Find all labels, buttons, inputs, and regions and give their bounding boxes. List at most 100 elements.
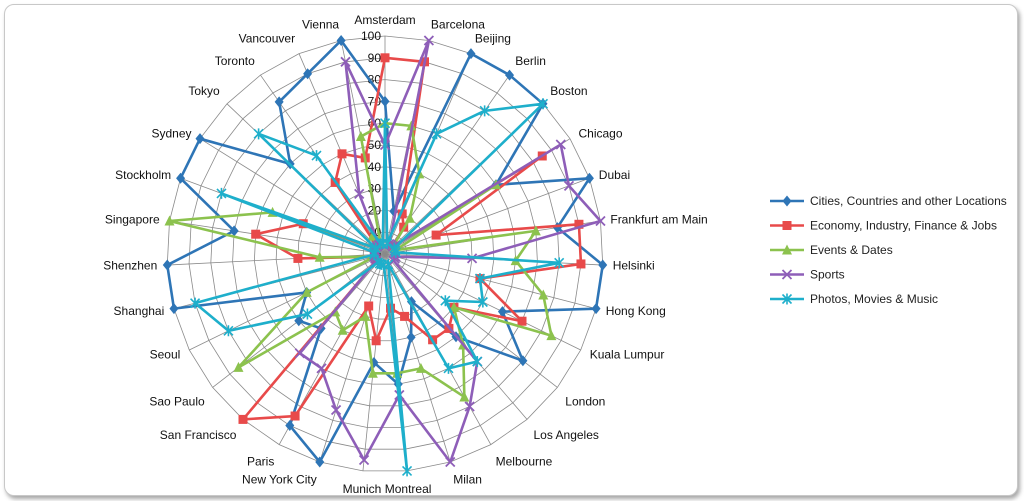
category-label: Beijing <box>475 31 511 45</box>
triangle-marker <box>415 362 426 373</box>
diamond-marker <box>591 303 601 315</box>
triangle-marker <box>233 361 244 372</box>
triangle-marker <box>404 212 415 223</box>
category-label: Hong Kong <box>606 304 666 318</box>
legend-item: Photos, Movies & Music <box>770 292 938 306</box>
category-label: Sao Paulo <box>149 395 205 409</box>
diamond-marker <box>169 303 179 315</box>
category-label: Frankfurt am Main <box>610 212 707 226</box>
category-label: Melbourne <box>496 454 553 468</box>
category-label: Tokyo <box>188 84 220 98</box>
diamond-marker <box>505 69 515 81</box>
legend-item: Cities, Countries and other Locations <box>770 194 1007 208</box>
square-marker <box>386 303 396 313</box>
diamond-marker <box>406 331 416 343</box>
square-marker <box>431 230 441 240</box>
star-marker <box>223 325 234 337</box>
diamond-marker <box>303 68 313 80</box>
square-marker <box>517 316 527 326</box>
x-marker <box>330 404 342 416</box>
diamond-marker <box>497 306 507 318</box>
tick-label: 90 <box>368 51 382 65</box>
square-marker <box>238 414 248 424</box>
category-label: Vienna <box>302 18 339 32</box>
diamond-marker <box>229 225 239 237</box>
category-label: Stockholm <box>115 168 171 182</box>
legend-item: Events & Dates <box>770 243 893 257</box>
square-marker <box>293 253 303 263</box>
square-marker <box>371 336 381 346</box>
triangle-marker <box>459 391 470 402</box>
category-label: Paris <box>247 454 274 468</box>
diamond-marker <box>466 48 476 60</box>
chart-frame <box>4 4 1018 496</box>
star-marker <box>781 293 793 305</box>
square-marker <box>337 149 347 159</box>
category-label: Helsinki <box>613 259 655 273</box>
grid-spoke <box>169 220 386 255</box>
star-marker <box>472 356 483 368</box>
triangle-marker <box>538 289 549 300</box>
grid-spoke <box>189 253 386 351</box>
triangle-marker <box>367 367 378 378</box>
grid-ring <box>188 57 582 450</box>
diamond-marker <box>176 172 186 184</box>
diamond-marker <box>518 355 528 367</box>
grid-ring <box>297 166 473 342</box>
category-label: Munich <box>343 482 382 496</box>
star-marker <box>189 297 201 309</box>
category-label: Amsterdam <box>354 13 415 27</box>
grid-spoke <box>384 253 597 310</box>
category-label: Toronto <box>215 54 255 68</box>
square-marker <box>574 219 584 229</box>
diamond-marker <box>782 195 792 207</box>
star-marker <box>401 465 413 477</box>
x-marker <box>555 139 566 150</box>
category-label: Milan <box>453 473 482 487</box>
star-marker <box>537 98 549 110</box>
tick-label: 50 <box>368 138 382 152</box>
triangle-marker <box>164 215 175 226</box>
grid-spoke <box>319 253 386 463</box>
diamond-marker <box>274 96 284 108</box>
category-label: Shanghai <box>114 304 165 318</box>
star-marker <box>479 105 490 117</box>
category-label: Dubai <box>599 168 630 182</box>
square-marker <box>380 53 390 63</box>
category-label: London <box>565 395 605 409</box>
diamond-marker <box>285 420 295 432</box>
legend-label: Cities, Countries and other Locations <box>810 194 1007 208</box>
grid-spoke <box>384 253 451 463</box>
category-label: Montreal <box>385 482 432 496</box>
category-label: Shenzhen <box>103 259 157 273</box>
star-marker <box>377 237 388 249</box>
grid-ring <box>232 100 538 407</box>
x-marker <box>388 255 399 266</box>
tick-label: 100 <box>361 29 381 43</box>
star-marker <box>554 257 565 269</box>
triangle-marker <box>301 286 312 297</box>
grid-spoke <box>384 253 558 388</box>
x-marker <box>423 35 435 46</box>
star-marker <box>216 187 227 199</box>
category-label: Seoul <box>150 347 181 361</box>
diamond-marker <box>294 315 304 327</box>
category-label: San Francisco <box>160 428 237 442</box>
category-label: Vancouver <box>239 31 295 45</box>
star-marker <box>474 273 486 285</box>
square-marker <box>364 301 374 311</box>
category-label: New York City <box>242 473 317 487</box>
star-marker <box>311 150 322 162</box>
x-marker <box>316 363 327 374</box>
tick-label: 40 <box>368 160 382 174</box>
category-label: Berlin <box>515 54 546 68</box>
category-label: Sydney <box>151 126 191 140</box>
diamond-marker <box>380 95 390 107</box>
star-marker <box>431 128 442 140</box>
star-marker <box>302 308 313 320</box>
legend-label: Photos, Movies & Music <box>810 292 938 306</box>
category-label: Los Angeles <box>534 428 599 442</box>
diamond-marker <box>584 172 594 184</box>
